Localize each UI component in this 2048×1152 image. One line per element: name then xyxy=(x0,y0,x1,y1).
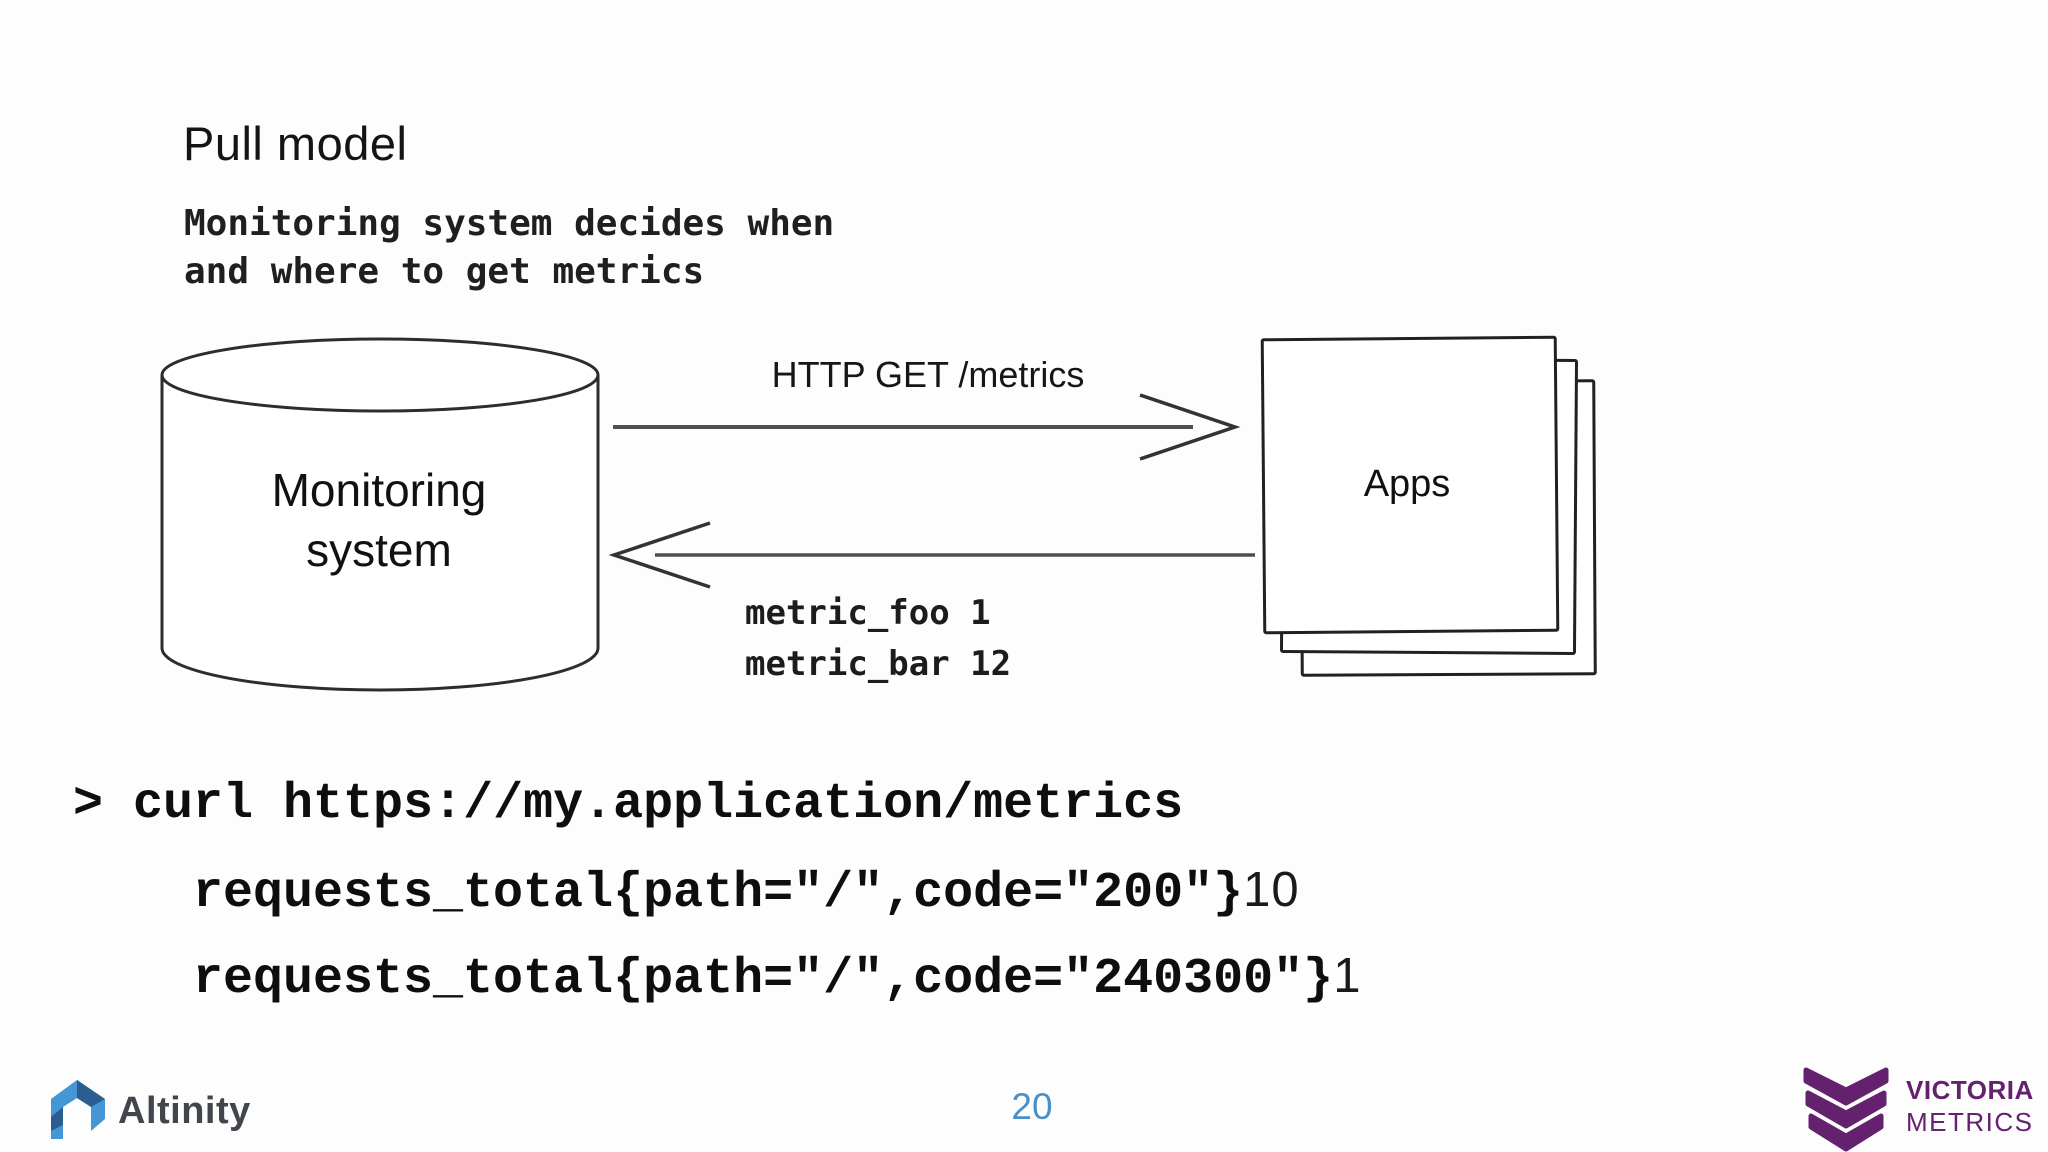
response-arrowhead-icon xyxy=(608,521,711,589)
page-title: Pull model xyxy=(183,117,408,170)
altinity-logo-text: Altinity xyxy=(118,1090,251,1132)
request-arrowhead-icon xyxy=(1139,393,1241,461)
code-line-2: requests_total{path="/",code="200"}10 xyxy=(193,862,1300,922)
code-line-2-main: requests_total{path="/",code="200"} xyxy=(193,865,1244,922)
request-arrow xyxy=(613,393,1241,461)
code-line-2-value: 10 xyxy=(1243,863,1300,917)
page-number: 20 xyxy=(1011,1086,1053,1127)
response-metric-line-1: metric_foo 1 xyxy=(745,593,991,633)
response-metric-line-2: metric_bar 12 xyxy=(745,644,1012,684)
monitoring-cylinder xyxy=(160,337,600,692)
request-arrow-label: HTTP GET /metrics xyxy=(771,354,1085,395)
subtitle-line-1: Monitoring system decides when xyxy=(184,203,835,244)
response-metrics: metric_foo 1 metric_bar 12 xyxy=(745,588,1011,690)
vm-logo-subtitle: METRICS xyxy=(1906,1107,2034,1137)
code-line-3: requests_total{path="/",code="240300"}1 xyxy=(193,948,1361,1008)
vm-chevron-1 xyxy=(1803,1067,1889,1106)
monitoring-label-line-2: system xyxy=(306,524,452,576)
vm-chevron-3 xyxy=(1808,1113,1884,1152)
cylinder-top xyxy=(160,337,600,413)
cylinder-body xyxy=(160,375,600,692)
code-line-3-main: requests_total{path="/",code="240300"} xyxy=(193,951,1334,1008)
victoriametrics-logo-icon xyxy=(1803,1067,1889,1152)
monitoring-system-label: Monitoring system xyxy=(158,460,600,580)
victoriametrics-logo-text: VICTORIA METRICS xyxy=(1906,1074,2034,1138)
subtitle: Monitoring system decides when and where… xyxy=(184,200,834,296)
vm-chevron-2 xyxy=(1805,1090,1887,1129)
vm-logo-title: VICTORIA xyxy=(1906,1075,2034,1105)
monitoring-label-line-1: Monitoring xyxy=(271,464,487,516)
code-line-3-value: 1 xyxy=(1333,949,1362,1003)
response-arrow xyxy=(608,521,1255,589)
altinity-mark-fold-top xyxy=(77,1080,105,1107)
code-line-curl: > curl https://my.application/metrics xyxy=(73,776,1184,833)
altinity-logo-icon xyxy=(51,1080,105,1139)
apps-label: Apps xyxy=(1363,463,1451,505)
subtitle-line-2: and where to get metrics xyxy=(184,251,705,292)
altinity-mark-fold-left xyxy=(51,1107,63,1131)
